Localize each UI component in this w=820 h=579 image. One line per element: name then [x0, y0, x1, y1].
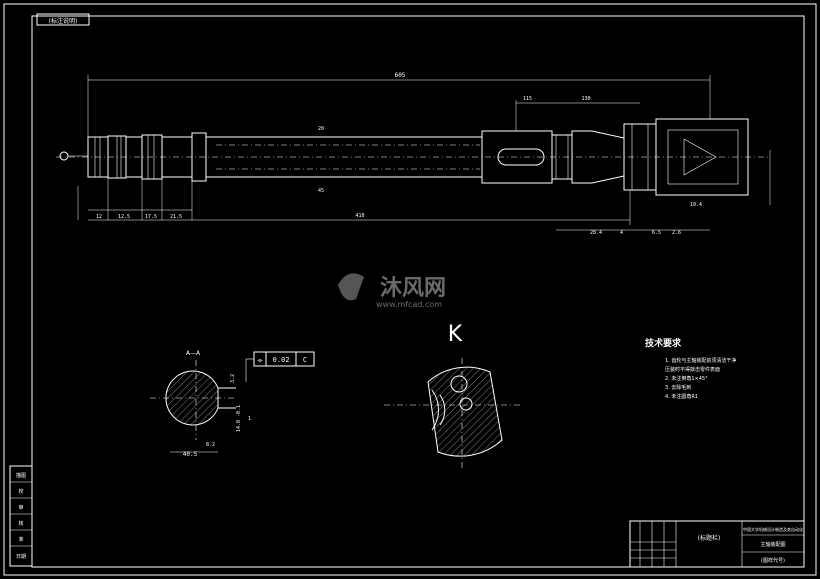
school-name: 中国大学机械设计制造及其自动化	[743, 526, 803, 532]
dim-130-label: 130	[581, 96, 590, 102]
side-block: 描图 校 审 核 准 日期	[9, 465, 33, 567]
datum-circle-icon	[59, 151, 69, 161]
watermark: 沐风网 www.mfcad.com	[338, 273, 446, 309]
dim-main-label: 410	[355, 213, 364, 219]
dim-d45: 45	[318, 188, 324, 194]
keyway-slot	[497, 148, 545, 166]
side-cell: 核	[18, 520, 23, 527]
shaft-assembly: 605 130 115 410 12 12.5 17.5 21.5 28.4 4…	[56, 72, 771, 236]
side-cell: 审	[18, 504, 23, 511]
corner-label: (标注说明)	[49, 17, 78, 25]
section-fit: 14.0 -0.1	[236, 405, 242, 432]
tech-req-item: 2. 未注倒角1×45°	[665, 375, 708, 382]
dim-d20: 20	[318, 126, 324, 132]
tolerance-datum: C	[303, 356, 307, 364]
detail-hatch	[428, 367, 502, 457]
section-width: 40.5	[183, 451, 198, 458]
section-view: A—A 40.5 8.2 14.0 -0.1 1 3.2 ⌯ 0.02 C	[150, 350, 315, 458]
inner-border	[31, 15, 805, 568]
tolerance-symbol: ⌯	[257, 356, 263, 364]
side-block-frame	[9, 465, 33, 567]
side-cell: 描图	[16, 472, 26, 479]
tech-req-title: 技术要求	[645, 337, 682, 349]
side-cell: 准	[18, 536, 23, 543]
dim-seg-8: 2.6	[672, 230, 681, 236]
drawing-label: (标题栏)	[698, 534, 721, 542]
section-label: A—A	[186, 350, 201, 357]
dim-seg-4: 21.5	[170, 214, 182, 220]
section-hatch	[165, 370, 219, 426]
title-block-frame	[629, 520, 805, 568]
dim-seg-1: 12	[96, 214, 102, 220]
dim-seg-6: 4	[620, 230, 623, 236]
tool-holder	[655, 118, 749, 196]
dim-seg-7: 6.5	[652, 230, 661, 236]
watermark-brand: 沐风网	[380, 276, 446, 301]
dim-seg-5: 28.4	[590, 230, 602, 236]
detail-hole-1	[450, 375, 468, 393]
tech-req-item: 3. 去除毛刺	[665, 384, 691, 391]
watermark-logo-icon	[338, 273, 364, 301]
dim-seg-2: 12.5	[118, 214, 130, 220]
outer-border	[3, 3, 817, 576]
drawing-no: (图样代号)	[761, 557, 785, 564]
dim-115-label: 115	[523, 96, 532, 102]
tech-req-item: 4. 未注圆角R1	[665, 393, 698, 400]
detail-label: K	[448, 322, 463, 347]
tool-bore	[667, 129, 739, 185]
side-cell: 日期	[16, 554, 26, 560]
tolerance-value: 0.02	[273, 356, 290, 364]
detail-view: K	[384, 322, 520, 470]
title-block: (标题栏) 中国大学机械设计制造及其自动化 主轴装配图 (图样代号)	[629, 520, 805, 568]
dim-seg-3: 17.5	[145, 214, 157, 220]
drill-point	[683, 138, 717, 176]
section-roughness: 3.2	[230, 374, 236, 383]
tech-req-item: 1. 齿轮与主轴装配前须清洁干净	[665, 357, 736, 364]
tolerance-frame	[253, 351, 315, 367]
detail-hole-2	[459, 397, 473, 411]
corner-label-box	[36, 13, 90, 26]
dim-overall-label: 605	[395, 72, 406, 79]
detail-arc	[439, 394, 446, 426]
watermark-url: www.mfcad.com	[376, 300, 442, 309]
detail-arc	[431, 389, 439, 431]
part-name: 主轴装配图	[760, 541, 785, 548]
dim-seg-9: 10.4	[690, 202, 702, 208]
technical-requirements: 技术要求 1. 齿轮与主轴装配前须清洁干净 压装时不得敲击零件表面 2. 未注倒…	[645, 337, 736, 400]
tech-req-item: 压装时不得敲击零件表面	[665, 366, 720, 373]
section-depth: 8.2	[206, 442, 215, 448]
section-tol: 1	[248, 416, 251, 422]
side-cell: 校	[18, 488, 23, 495]
